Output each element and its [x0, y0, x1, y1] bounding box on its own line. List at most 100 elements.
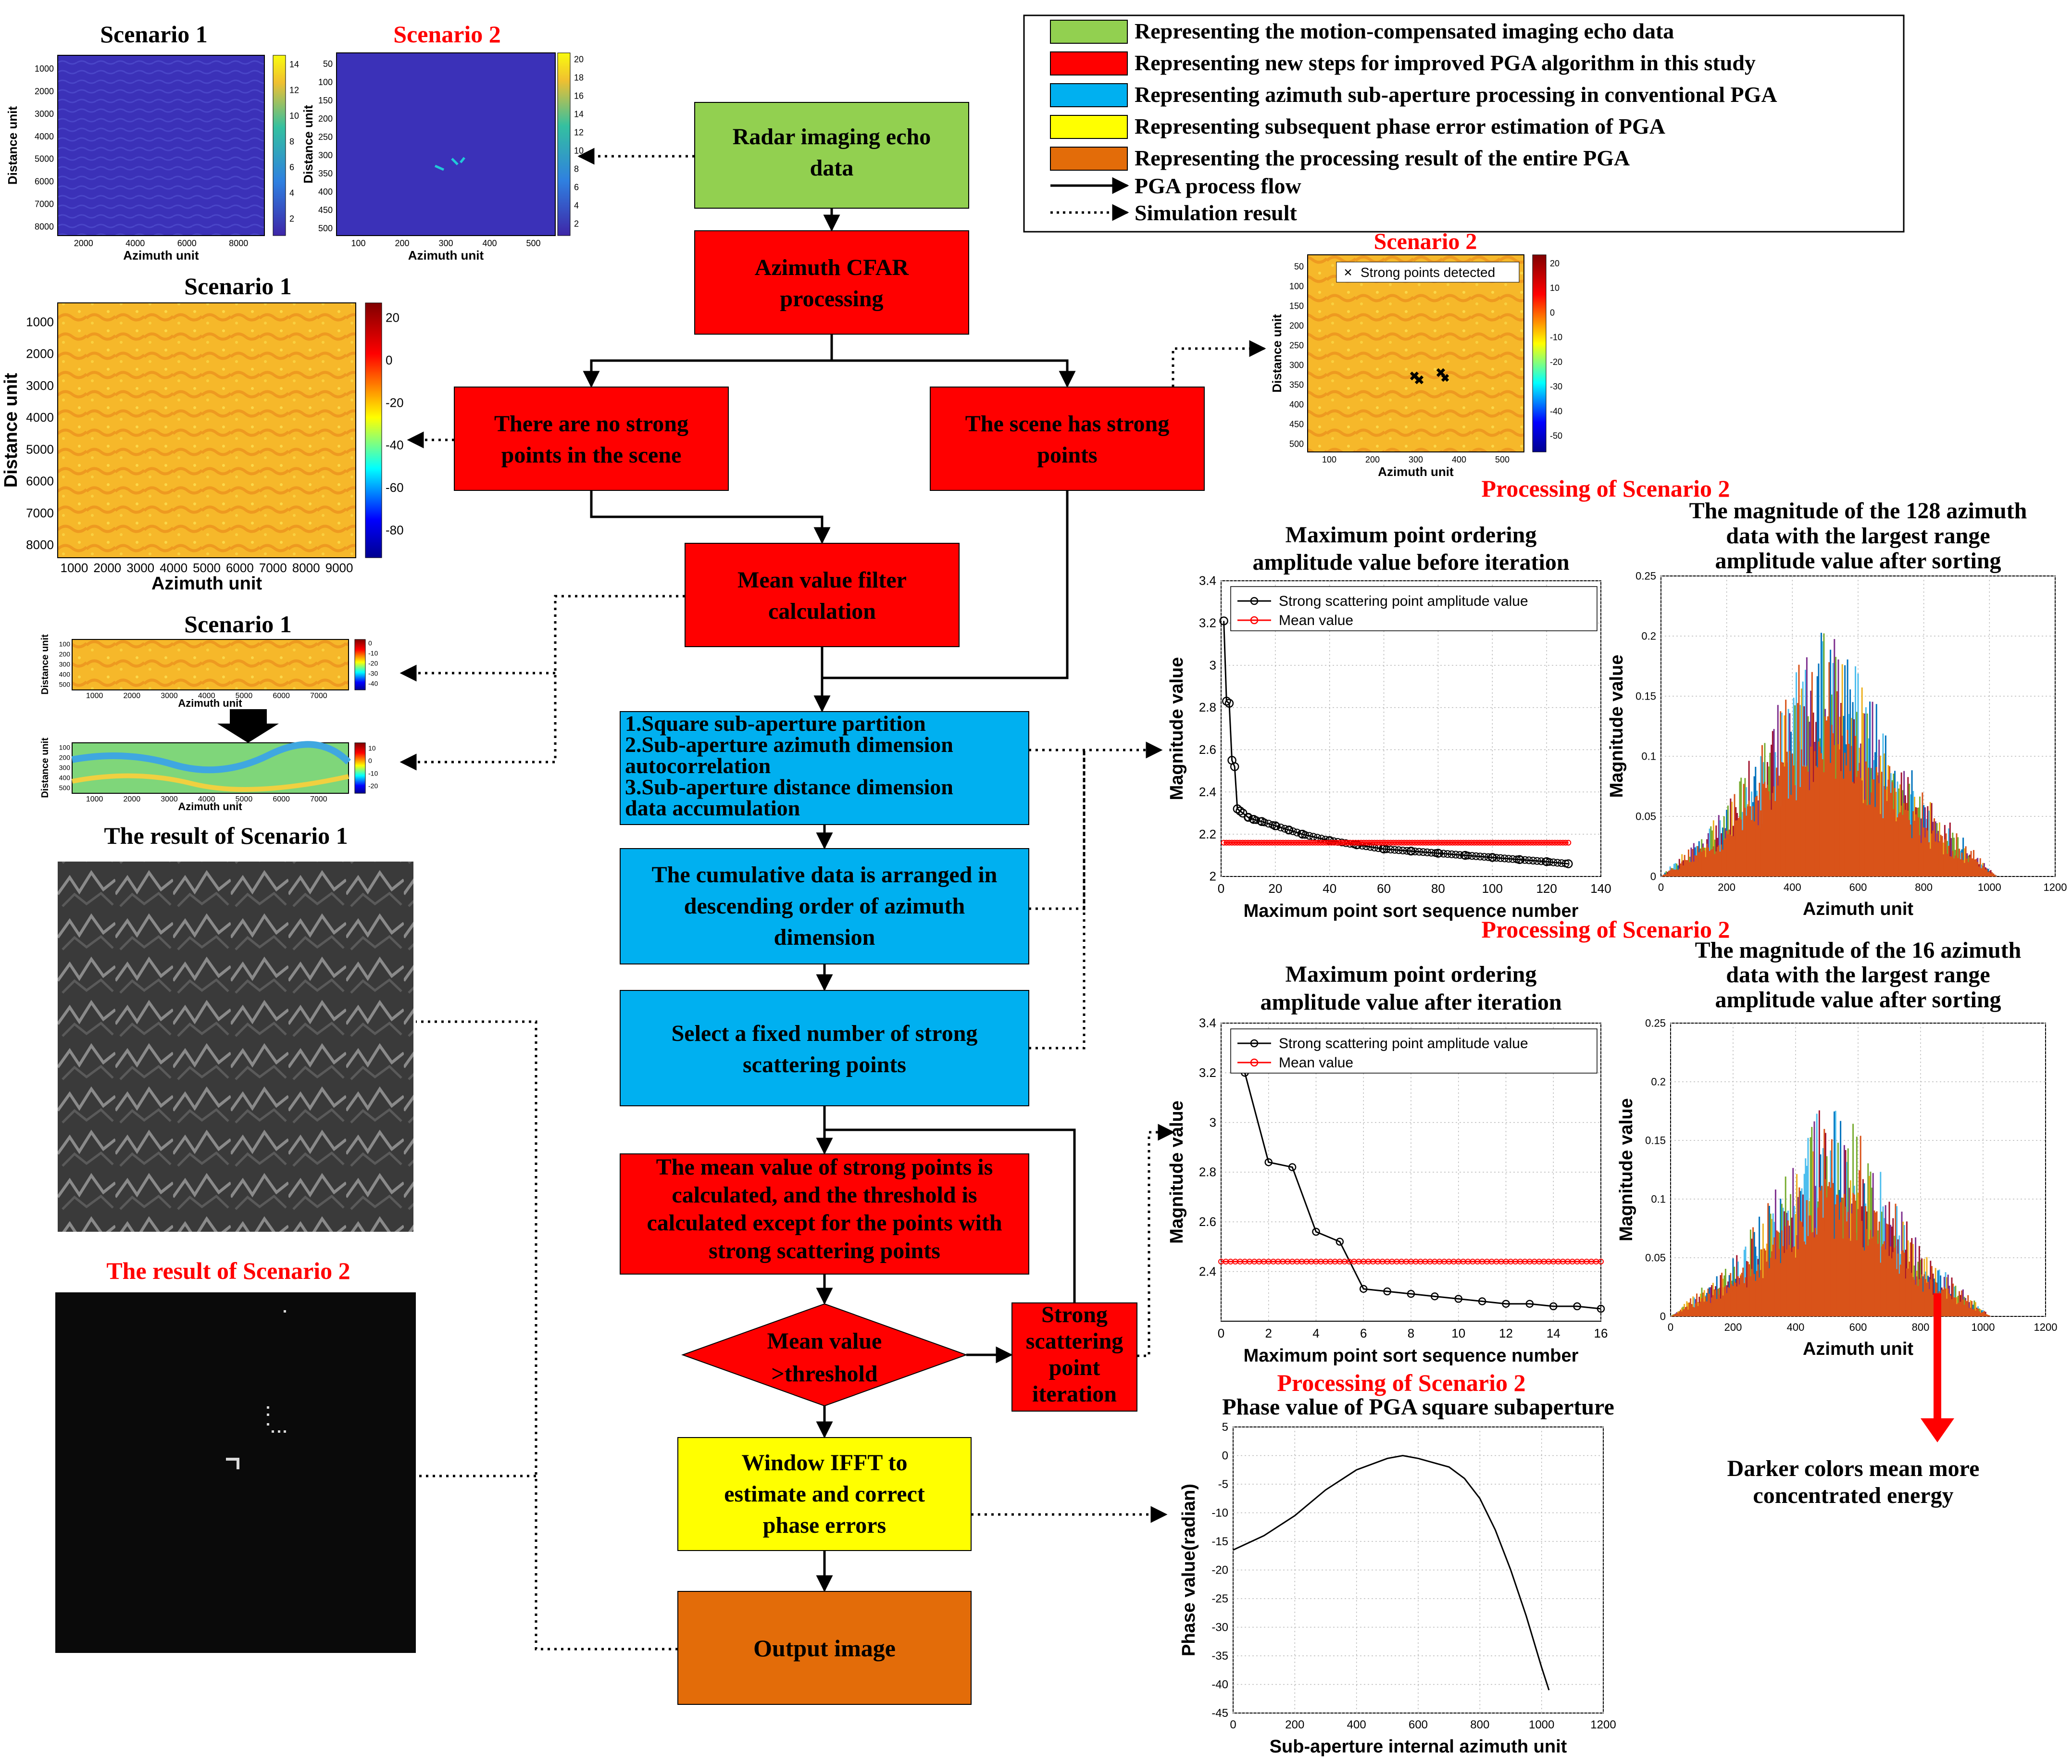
chart-title: amplitude value before iteration [1252, 550, 1569, 575]
colorbar-tick-label: -30 [1550, 382, 1562, 391]
mean-marker [1560, 839, 1566, 846]
data-point [1411, 847, 1419, 855]
legend-swatch [1050, 147, 1128, 171]
x-tick-label: 400 [1784, 881, 1801, 893]
y-tick-label: 3 [1210, 1115, 1216, 1129]
mean-marker [1487, 839, 1493, 846]
text-line: The cumulative data is arranged in [652, 862, 998, 888]
colorbar-tick-label: 12 [574, 127, 584, 137]
y-tick-label: 100 [1289, 282, 1304, 291]
mean-marker [1473, 839, 1480, 846]
data-point [1297, 830, 1305, 838]
data-point [1500, 854, 1509, 863]
mean-marker [1530, 839, 1536, 846]
s2-right-colorbar [1532, 254, 1547, 452]
y-tick-label: 2.6 [1199, 742, 1216, 757]
data-point [1238, 808, 1248, 818]
legend-frame [1023, 14, 1905, 233]
mean-marker [1490, 839, 1496, 846]
mean-marker [1277, 839, 1284, 846]
mean-filter-box [685, 543, 960, 647]
data-point [1435, 849, 1444, 857]
data-point [1545, 858, 1553, 866]
y-axis-label: Distance unit [1270, 314, 1284, 393]
data-point [1431, 1292, 1439, 1301]
colorbar-tick-label: 14 [289, 60, 299, 69]
mean-marker [1334, 839, 1340, 846]
x-tick-label: 3000 [161, 692, 178, 700]
colorbar-tick-label: -10 [368, 650, 378, 657]
x-tick-label: 5000 [236, 692, 253, 700]
colorbar-tick-label: 6 [574, 182, 579, 192]
mean-strong-box [620, 1153, 1029, 1275]
y-tick-label: 0.1 [1651, 1193, 1666, 1205]
mean-marker [1527, 839, 1534, 846]
x-tick-label: 100 [1322, 455, 1336, 464]
text-line: calculated, and the threshold is [672, 1182, 977, 1208]
colorbar-tick-label: 18 [574, 73, 584, 82]
mean-marker [1538, 839, 1545, 846]
text-line: data accumulation [625, 796, 800, 820]
data-point [1502, 1300, 1510, 1308]
x-tick-label: 12 [1499, 1326, 1513, 1340]
data-point [1478, 1297, 1486, 1305]
y-tick-label: 300 [59, 661, 71, 668]
data-point [1505, 855, 1513, 863]
mean-marker [1562, 839, 1569, 846]
mean-marker [1439, 839, 1445, 846]
y-tick-label: 0.25 [1645, 1017, 1666, 1029]
y-tick-label: 2.6 [1199, 1214, 1216, 1229]
y-tick-label: 50 [1294, 262, 1304, 272]
y-axis-label: Distance unit [301, 105, 315, 184]
strip1-image [72, 639, 349, 690]
colorbar-tick-label: 0 [368, 757, 372, 764]
threshold-decision [681, 1303, 968, 1407]
colorbar-tick-label: 8 [289, 137, 294, 146]
y-tick-label: 3.4 [1199, 1016, 1216, 1030]
mean-marker [1325, 839, 1332, 846]
x-tick-label: 2000 [74, 238, 93, 248]
mean-marker [1299, 839, 1305, 846]
x-tick-label: 7000 [310, 692, 327, 700]
mean-marker [1291, 839, 1297, 846]
x-tick-label: 14 [1547, 1326, 1560, 1340]
y-tick-label: 1000 [26, 314, 54, 329]
chart-title: data with the largest range [1726, 523, 1990, 549]
y-axis-label: Magnitude value [1167, 1101, 1187, 1244]
flow-connectors [583, 208, 1076, 1592]
x-tick-label: 4000 [160, 561, 187, 575]
data-point [1541, 858, 1549, 866]
data-point [1264, 1158, 1273, 1166]
square-subaperture-box [620, 711, 1029, 825]
data-point [1573, 1302, 1581, 1311]
mean-marker [1500, 839, 1507, 846]
mean-marker [1339, 839, 1345, 846]
mean-marker [1387, 839, 1394, 846]
x-tick-label: 4000 [125, 238, 145, 248]
mean-marker [1535, 839, 1542, 846]
mean-marker [1409, 839, 1415, 846]
y-tick-label: 500 [59, 784, 71, 792]
x-tick-label: 800 [1470, 1718, 1489, 1731]
mean-marker [1280, 839, 1286, 846]
mean-marker [1520, 839, 1526, 846]
data-point [1370, 843, 1378, 851]
x-tick-label: 200 [1718, 881, 1735, 893]
mean-marker [1452, 839, 1459, 846]
mean-marker [1269, 839, 1275, 846]
x-tick-label: 6000 [177, 238, 197, 248]
text-line: The mean value of strong points is [656, 1154, 993, 1180]
data-point [1366, 843, 1374, 851]
mean-marker [1239, 839, 1246, 846]
y-tick-label: 500 [318, 224, 333, 233]
text-line: Mean value [767, 1328, 882, 1354]
x-tick-label: 200 [1724, 1321, 1742, 1333]
mean-marker [1396, 839, 1402, 846]
x-tick-label: 100 [351, 238, 365, 248]
